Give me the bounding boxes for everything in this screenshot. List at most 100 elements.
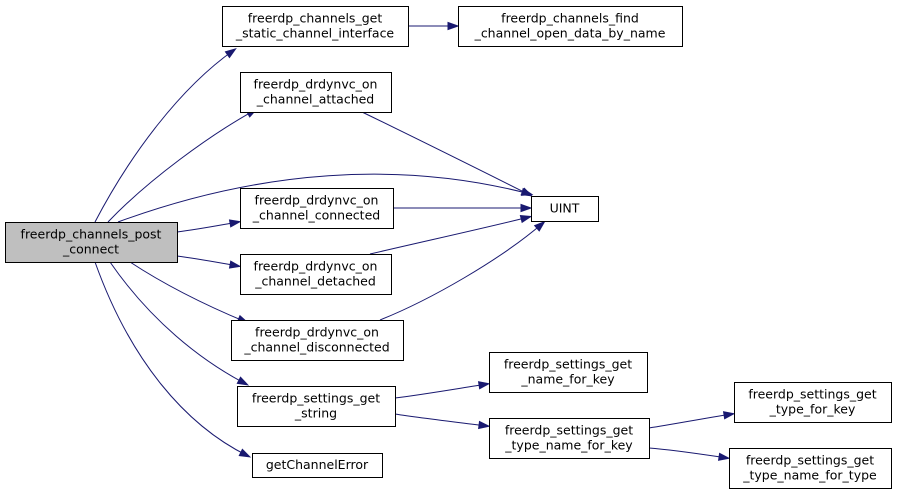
edge-arrowhead (228, 219, 242, 228)
edge-arrowhead (236, 376, 250, 386)
node-type-name-for-type[interactable]: freerdp_settings_get_type_name_for_type (729, 448, 892, 489)
node-box[interactable] (5, 222, 178, 263)
edge-arrowhead (224, 47, 237, 59)
edge-line (648, 447, 728, 459)
edge-detached-to-uint (369, 214, 533, 255)
node-label-line: freerdp_drdynvc_on (254, 259, 378, 274)
node-label-line: _name_for_key (520, 372, 615, 387)
edge-line (394, 383, 488, 399)
node-label-line: _type_name_for_type (742, 468, 877, 483)
node-detached[interactable]: freerdp_drdynvc_on_channel_detached (240, 254, 392, 295)
node-box[interactable] (237, 386, 396, 427)
edge-post_connect-to-detached (176, 255, 242, 269)
node-box[interactable] (240, 254, 392, 295)
node-post-connect[interactable]: freerdp_channels_post_connect (5, 222, 178, 263)
edges-layer (94, 21, 736, 461)
edge-line (129, 261, 247, 323)
node-box[interactable] (240, 188, 394, 229)
node-get-error[interactable]: getChannelError (252, 453, 383, 478)
node-label-line: _string (294, 406, 337, 421)
edge-line (107, 109, 256, 223)
node-label-line: _channel_attached (256, 92, 375, 107)
edge-line (117, 173, 531, 223)
node-get-string[interactable]: freerdp_settings_get_string (237, 386, 396, 427)
node-box[interactable] (222, 6, 409, 47)
edge-type_name_for_key-to-type_for_key (648, 411, 736, 429)
node-type-for-key[interactable]: freerdp_settings_get_type_for_key (734, 382, 892, 423)
node-label-line: UINT (550, 201, 580, 216)
node-label-line: freerdp_drdynvc_on (254, 77, 378, 92)
node-box[interactable] (531, 196, 599, 222)
node-box[interactable] (458, 6, 683, 47)
node-label-line: getChannelError (266, 457, 369, 472)
edge-post_connect-to-get_static (94, 47, 237, 223)
node-attached[interactable]: freerdp_drdynvc_on_channel_attached (240, 72, 392, 113)
edge-arrowhead (520, 203, 533, 213)
edge-arrowhead (228, 260, 242, 269)
node-label-line: freerdp_settings_get (746, 453, 874, 468)
node-label-line: freerdp_channels_get (248, 11, 383, 26)
edge-connected-to-uint (392, 203, 533, 213)
edge-line (176, 255, 239, 267)
node-label-line: freerdp_settings_get (505, 423, 633, 438)
edge-arrowhead (238, 448, 252, 458)
node-box[interactable] (240, 72, 392, 113)
node-box[interactable] (489, 352, 648, 393)
node-label-line: _channel_connected (252, 208, 380, 223)
edge-line (369, 216, 530, 255)
node-label-line: _channel_detached (254, 274, 376, 289)
edge-line (361, 111, 531, 196)
node-label-line: _connect (62, 242, 119, 257)
node-box[interactable] (231, 320, 404, 361)
node-label-line: _channel_disconnected (243, 340, 389, 355)
node-box[interactable] (729, 448, 892, 489)
edge-arrowhead (478, 420, 491, 430)
node-label-line: _static_channel_interface (235, 26, 395, 41)
edge-line (648, 413, 733, 429)
node-type-name-for-key[interactable]: freerdp_settings_get_type_name_for_key (489, 418, 650, 459)
node-label-line: freerdp_channels_post (21, 227, 162, 242)
node-box[interactable] (252, 453, 383, 478)
node-label-line: freerdp_drdynvc_on (255, 325, 379, 340)
edge-arrowhead (533, 220, 546, 232)
edge-line (379, 222, 544, 321)
nodes-layer: freerdp_channels_post_connectfreerdp_cha… (5, 6, 892, 489)
edge-arrowhead (519, 214, 533, 224)
node-label-line: freerdp_settings_get (504, 357, 632, 372)
node-label-line: freerdp_settings_get (252, 391, 380, 406)
edge-disconnected-to-uint (379, 220, 546, 321)
node-label-line: freerdp_settings_get (748, 387, 876, 402)
node-get-static[interactable]: freerdp_channels_get_static_channel_inte… (222, 6, 409, 47)
node-label-line: freerdp_channels_find (501, 11, 639, 26)
node-name-for-key[interactable]: freerdp_settings_get_name_for_key (489, 352, 648, 393)
edge-arrowhead (520, 187, 534, 197)
node-label-line: _type_for_key (769, 402, 856, 417)
edge-arrowhead (477, 381, 491, 390)
edge-arrowhead (447, 21, 460, 31)
node-label-line: _type_name_for_key (504, 438, 633, 453)
edge-get_string-to-type_name_for_key (394, 413, 491, 430)
node-find-open[interactable]: freerdp_channels_find_channel_open_data_… (458, 6, 683, 47)
node-label-line: _channel_open_data_by_name (474, 26, 666, 41)
edge-arrowhead (722, 411, 736, 420)
node-connected[interactable]: freerdp_drdynvc_on_channel_connected (240, 188, 394, 229)
node-box[interactable] (489, 418, 650, 459)
node-box[interactable] (734, 382, 892, 423)
edge-arrowhead (717, 452, 731, 461)
node-label-line: freerdp_drdynvc_on (255, 193, 379, 208)
edge-line (109, 261, 247, 385)
edge-get_static-to-find_open (407, 21, 460, 31)
edge-post_connect-to-get_string (109, 261, 250, 386)
edge-get_string-to-name_for_key (394, 381, 491, 399)
edge-attached-to-uint (361, 111, 534, 197)
edge-line (394, 413, 488, 427)
edge-post_connect-to-attached (107, 108, 259, 223)
node-uint[interactable]: UINT (531, 196, 599, 222)
edge-line (176, 221, 239, 233)
edge-post_connect-to-disconnected (129, 261, 250, 324)
node-disconnected[interactable]: freerdp_drdynvc_on_channel_disconnected (231, 320, 404, 361)
edge-line (94, 261, 249, 457)
edge-post_connect-to-connected (176, 219, 242, 233)
edge-post_connect-to-get_error (94, 261, 252, 458)
